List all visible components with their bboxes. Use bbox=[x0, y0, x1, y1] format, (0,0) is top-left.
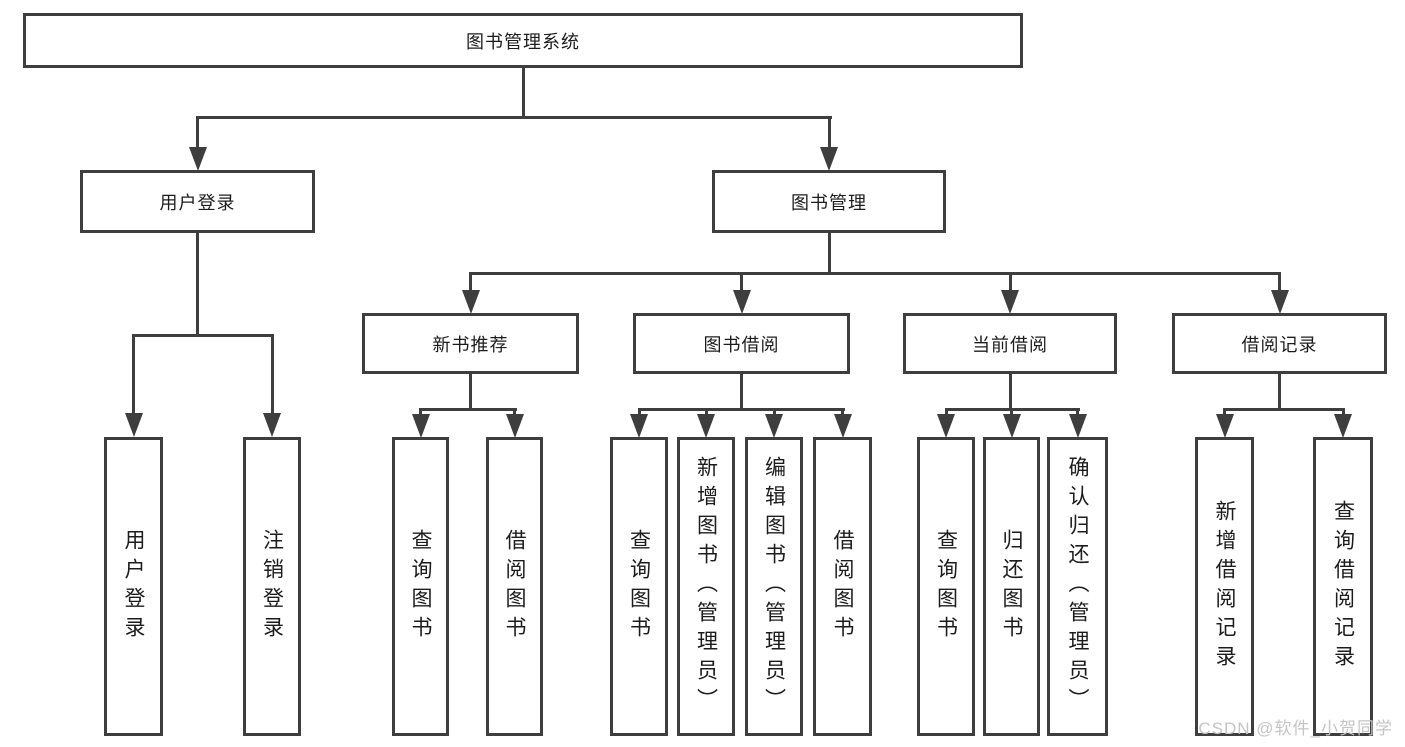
edge-user-login-branch bbox=[132, 334, 274, 337]
edge-root-branch bbox=[196, 116, 832, 119]
edge-shaft-leaf bbox=[1010, 408, 1013, 418]
node-book-borrowing: 图书借阅 bbox=[633, 313, 850, 374]
arrowhead-leaf-return-books bbox=[1002, 414, 1021, 438]
leaf-label: 借阅图书 bbox=[831, 528, 855, 645]
leaf-logout: 注销登录 bbox=[243, 437, 301, 736]
node-label: 新书推荐 bbox=[432, 334, 509, 355]
node-current-borrowing: 当前借阅 bbox=[903, 313, 1117, 374]
edge-shaft-leaf bbox=[704, 408, 708, 418]
leaf-label: 注销登录 bbox=[260, 528, 284, 645]
arrowhead-leaf-edit-books bbox=[765, 414, 783, 438]
leaf-add-books-admin: 新增图书（管理员） bbox=[677, 437, 735, 736]
edge-book-management-stub bbox=[827, 233, 831, 275]
leaf-label: 确认归还（管理员） bbox=[1066, 456, 1090, 717]
node-new-book-recommend: 新书推荐 bbox=[362, 313, 579, 374]
edge-shaft-leaf-logout bbox=[270, 334, 274, 416]
arrowhead-user-login bbox=[188, 147, 207, 171]
arrowhead-leaf-logout bbox=[263, 413, 281, 437]
node-label: 图书管理系统 bbox=[466, 31, 580, 52]
arrowhead-leaf-query-books-borrowing bbox=[630, 414, 648, 438]
edge-shaft-leaf bbox=[637, 408, 641, 418]
arrowhead-book-borrowing bbox=[732, 290, 751, 314]
node-label: 用户登录 bbox=[159, 192, 236, 213]
arrowhead-leaf-add-books bbox=[697, 414, 715, 438]
edge-user-login-stub bbox=[196, 233, 199, 337]
edge-shaft-new-book bbox=[469, 272, 472, 292]
leaf-label: 用户登录 bbox=[122, 528, 146, 645]
node-label: 借阅记录 bbox=[1241, 334, 1318, 355]
leaf-label: 新增借阅记录 bbox=[1213, 499, 1237, 674]
edge-shaft-leaf bbox=[944, 408, 948, 418]
leaf-query-books-current: 查询图书 bbox=[917, 437, 975, 736]
edge-borrowing-records-leaf-branch bbox=[1223, 408, 1345, 411]
edge-book-borrowing-leaf-branch bbox=[637, 408, 845, 411]
leaf-borrow-books-borrowing: 借阅图书 bbox=[813, 437, 872, 736]
leaf-confirm-return-admin: 确认归还（管理员） bbox=[1047, 437, 1108, 736]
leaf-label: 新增图书（管理员） bbox=[694, 456, 718, 717]
csdn-watermark: CSDN @软件_小贺同学 bbox=[1198, 719, 1393, 738]
arrowhead-leaf-borrow-books-borrowing bbox=[833, 414, 852, 438]
node-label: 图书管理 bbox=[791, 192, 867, 213]
arrowhead-leaf-add-borrow-record bbox=[1215, 414, 1234, 438]
edge-shaft-book-borrowing bbox=[740, 272, 743, 292]
leaf-label: 查询图书 bbox=[934, 528, 958, 645]
arrowhead-borrowing-records bbox=[1270, 290, 1289, 314]
edge-shaft-leaf bbox=[841, 408, 844, 418]
edge-shaft-leaf bbox=[1341, 408, 1345, 418]
leaf-label: 查询图书 bbox=[627, 528, 651, 645]
leaf-query-books-recommend: 查询图书 bbox=[392, 437, 449, 736]
leaf-user-login: 用户登录 bbox=[104, 437, 163, 736]
arrowhead-leaf-confirm-return bbox=[1068, 414, 1087, 438]
arrowhead-leaf-query-books-recommend bbox=[411, 414, 430, 438]
edge-shaft-leaf bbox=[1223, 408, 1226, 418]
edge-book-management-branch bbox=[469, 272, 1281, 275]
leaf-borrow-books-recommend: 借阅图书 bbox=[486, 437, 543, 736]
edge-new-book-stub bbox=[469, 374, 472, 411]
leaf-label: 查询图书 bbox=[409, 528, 433, 645]
node-borrowing-records: 借阅记录 bbox=[1172, 313, 1387, 374]
leaf-query-books-borrowing: 查询图书 bbox=[610, 437, 668, 736]
arrowhead-book-management bbox=[820, 147, 838, 171]
node-root-library-system: 图书管理系统 bbox=[23, 13, 1023, 68]
edge-shaft-book-management bbox=[827, 116, 831, 149]
edge-shaft-user-login bbox=[196, 116, 199, 149]
arrowhead-new-book bbox=[461, 290, 480, 314]
leaf-return-books: 归还图书 bbox=[983, 437, 1040, 736]
edge-borrowing-records-stub bbox=[1278, 374, 1281, 411]
edge-current-borrowing-stub bbox=[1008, 374, 1012, 411]
leaf-add-borrow-record: 新增借阅记录 bbox=[1195, 437, 1254, 736]
edge-shaft-leaf bbox=[513, 408, 516, 418]
arrowhead-leaf-borrow-books-recommend bbox=[505, 414, 524, 438]
node-label: 图书借阅 bbox=[703, 334, 780, 355]
arrowhead-leaf-query-borrow-record bbox=[1334, 414, 1352, 438]
leaf-label: 归还图书 bbox=[1000, 528, 1024, 645]
edge-new-book-leaf-branch bbox=[419, 408, 517, 411]
edge-shaft-leaf bbox=[1076, 408, 1079, 418]
node-book-management: 图书管理 bbox=[712, 170, 946, 233]
edge-shaft-current-borrowing bbox=[1008, 272, 1012, 292]
arrowhead-leaf-user-login bbox=[124, 413, 143, 437]
edge-shaft-leaf bbox=[772, 408, 776, 418]
leaf-edit-books-admin: 编辑图书（管理员） bbox=[745, 437, 803, 736]
leaf-label: 查询借阅记录 bbox=[1331, 499, 1355, 674]
leaf-label: 编辑图书（管理员） bbox=[762, 456, 786, 717]
arrowhead-current-borrowing bbox=[1001, 290, 1019, 314]
edge-root-stub bbox=[521, 68, 525, 118]
leaf-query-borrow-record: 查询借阅记录 bbox=[1313, 437, 1373, 736]
arrowhead-leaf-query-books-current bbox=[937, 414, 955, 438]
edge-shaft-leaf bbox=[419, 408, 422, 418]
leaf-label: 借阅图书 bbox=[503, 528, 527, 645]
edge-book-borrowing-stub bbox=[740, 374, 743, 411]
edge-shaft-borrowing-records bbox=[1278, 272, 1281, 292]
node-user-login: 用户登录 bbox=[80, 170, 315, 233]
edge-shaft-leaf-user-login bbox=[132, 334, 135, 416]
node-label: 当前借阅 bbox=[972, 334, 1048, 355]
